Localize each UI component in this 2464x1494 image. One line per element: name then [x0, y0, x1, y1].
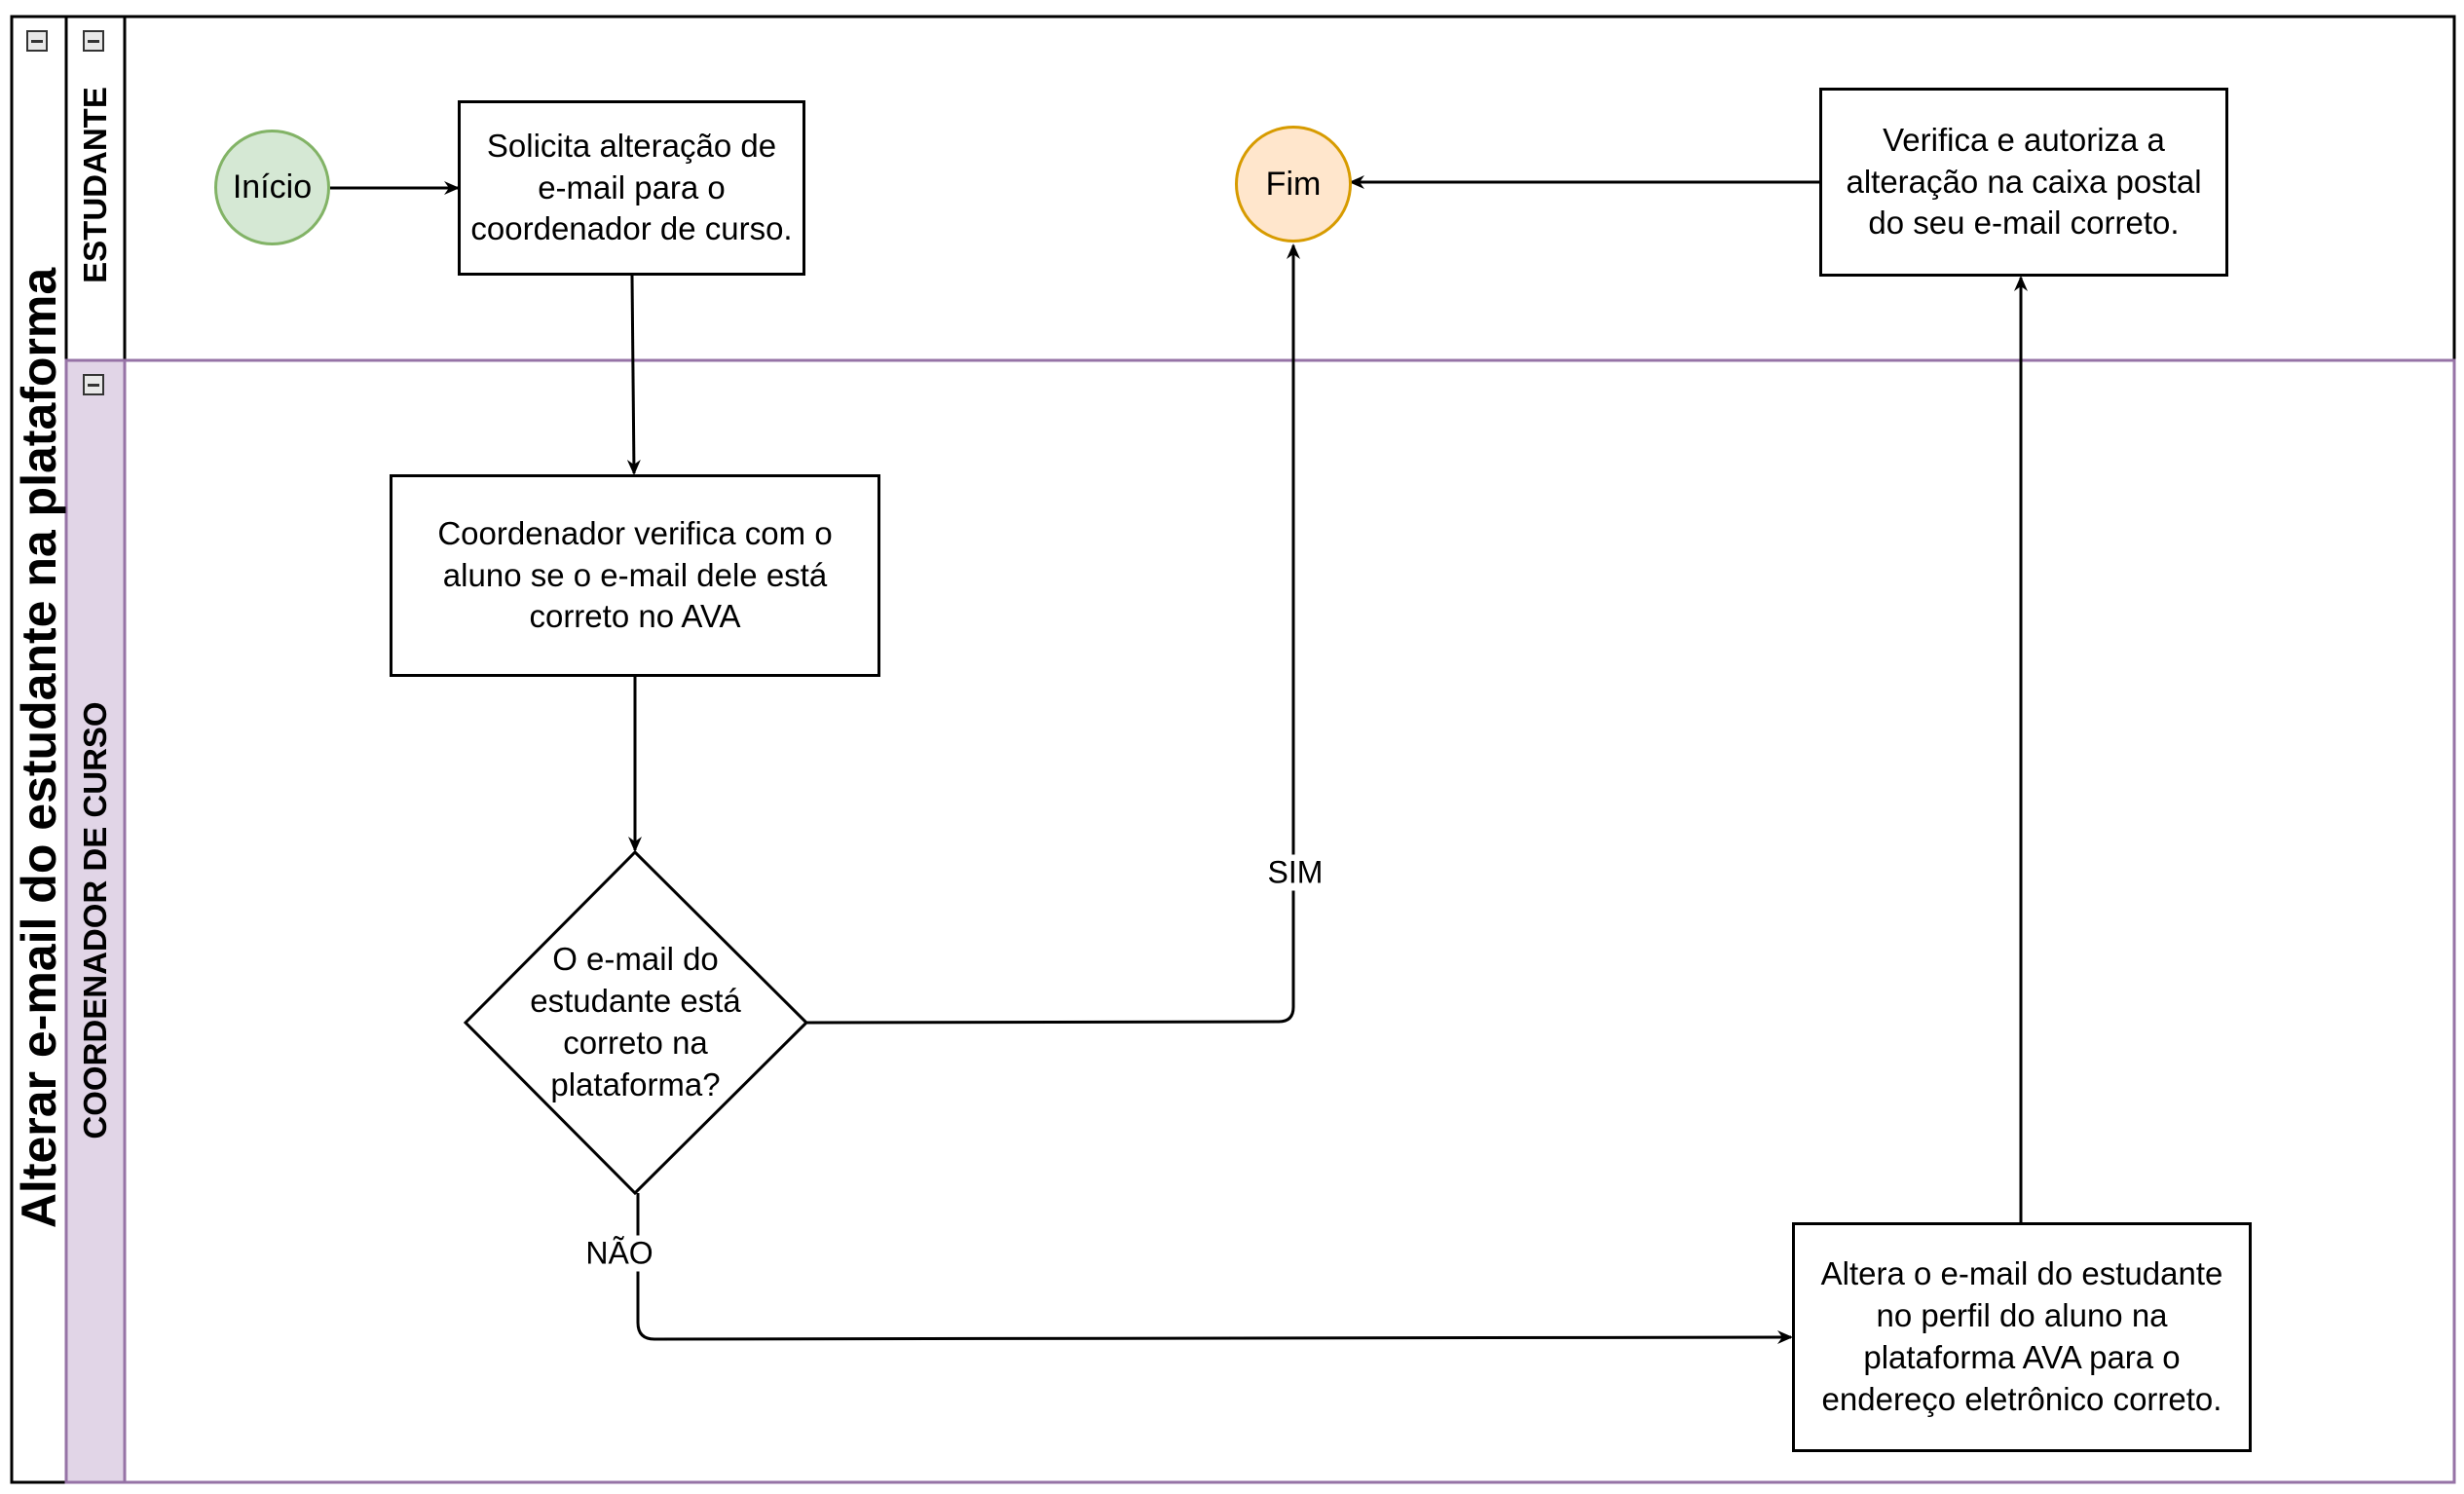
task-solicita-alteracao: Solicita alteração de e-mail para o coor… — [458, 100, 805, 276]
edge-decision-sim-to-fim — [805, 243, 1300, 1025]
end-event: Fim — [1235, 126, 1352, 243]
lane-estudante-title: ESTUDANTE — [77, 87, 113, 283]
decision-diamond — [463, 849, 809, 1196]
pool-title: Alterar e-mail do estudante na plataform… — [12, 267, 66, 1229]
task-coordenador-verifica: Coordenador verifica com o aluno se o e-… — [390, 474, 880, 677]
lane-coordenador-body — [123, 358, 2456, 1484]
edge-solicita-to-verifica — [626, 275, 641, 475]
lane-coordenador-collapse-button[interactable] — [83, 374, 104, 395]
edge-decision-nao-to-altera — [636, 1193, 1793, 1345]
lane-estudante-header — [64, 15, 127, 362]
task-altera-email: Altera o e-mail do estudante no perfil d… — [1792, 1222, 2252, 1452]
decision-label: O e-mail do estudante está correto na pl… — [530, 941, 741, 1102]
start-event: Início — [214, 130, 330, 245]
edge-label-sim: SIM — [1263, 854, 1327, 891]
lane-estudante-collapse-button[interactable] — [83, 30, 104, 52]
pool-collapse-button[interactable] — [26, 30, 48, 52]
edge-label-nao: NÃO — [581, 1235, 657, 1272]
lane-coordenador-title: COORDENADOR DE CURSO — [77, 701, 113, 1139]
task-verifica-autoriza: Verifica e autoriza a alteração na caixa… — [1819, 88, 2228, 277]
lane-coordenador-header — [64, 358, 127, 1484]
